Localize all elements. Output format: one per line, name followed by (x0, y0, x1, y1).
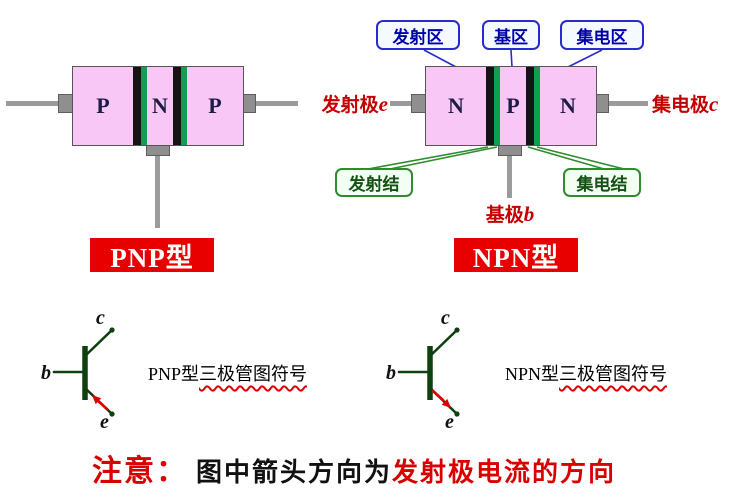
pnp-right-lead (250, 101, 298, 106)
npn-emitter-arrow (441, 398, 451, 408)
collector-junction-callout: 集电结 (563, 168, 641, 197)
pnp-collector-junction-green-stripe (181, 67, 187, 145)
pnp-terminal-c: c (96, 308, 105, 329)
npn-base-region: P (500, 67, 526, 145)
pnp-base-terminal (146, 145, 170, 156)
pnp-emitter-junction-green-stripe (141, 67, 147, 145)
npn-terminal-e: e (445, 411, 454, 430)
npn-caption-underlined: 三极管图符号 (559, 364, 668, 384)
npn-collector-junction-black-stripe (526, 67, 534, 145)
emitter-electrode-label: 发射极e (320, 90, 388, 117)
base-electrode-symbol: b (523, 202, 535, 226)
pnp-base-region: N (147, 67, 173, 145)
npn-right-lead (609, 101, 648, 106)
pnp-base-lead (155, 156, 160, 228)
base-region-callout: 基区 (482, 20, 540, 50)
pnp-terminal-e: e (100, 411, 109, 430)
emitter-electrode-symbol: e (378, 92, 388, 116)
pnp-terminal-b: b (41, 362, 51, 384)
npn-terminal-c: c (441, 308, 450, 329)
npn-base-lead (507, 156, 512, 198)
collector-electrode-label: 集电极c (652, 90, 728, 117)
emitter-junction-callout: 发射结 (335, 168, 413, 197)
pnp-structure: P N P (72, 66, 244, 146)
pnp-emitter-junction-black-stripe (133, 67, 141, 145)
npn-left-lead (390, 101, 412, 106)
collector-region-callout: 集电区 (560, 20, 644, 50)
npn-emitter-junction-green-stripe (494, 67, 500, 145)
pnp-emitter-arrow (92, 395, 102, 405)
pnp-caption-plain: PNP型 (148, 364, 200, 384)
npn-collector-junction-green-stripe (534, 67, 540, 145)
npn-terminal-b: b (386, 362, 396, 384)
pnp-left-lead (6, 101, 66, 106)
base-electrode-text: 基极 (485, 205, 524, 226)
pnp-emitter-region: P (73, 67, 133, 145)
npn-caption-plain: NPN型 (505, 364, 560, 384)
pnp-type-banner: PNP型 (90, 238, 214, 273)
npn-type-banner: NPN型 (454, 238, 578, 273)
emitter-electrode-text: 发射极 (321, 95, 379, 116)
note: 注意： 图中箭头方向为 发射极电流的方向 (92, 446, 616, 490)
npn-base-terminal (498, 145, 522, 156)
collector-electrode-symbol: c (709, 92, 719, 116)
base-electrode-label: 基极b (474, 200, 546, 227)
npn-collector-region: N (540, 67, 596, 145)
npn-emitter-junction-black-stripe (486, 67, 494, 145)
collector-electrode-text: 集电极 (652, 95, 710, 116)
npn-structure: N P N (425, 66, 597, 146)
note-black-text: 图中箭头方向为 (196, 458, 393, 487)
note-red-text: 发射极电流的方向 (392, 458, 617, 487)
pnp-collector-junction-black-stripe (173, 67, 181, 145)
pnp-collector-region: P (187, 67, 243, 145)
pnp-circuit-symbol: b c e (41, 308, 115, 430)
npn-symbol-caption: NPN型三极管图符号 (505, 360, 667, 386)
pnp-caption-underlined: 三极管图符号 (199, 364, 308, 384)
emitter-region-callout: 发射区 (376, 20, 460, 50)
pnp-symbol-caption: PNP型三极管图符号 (148, 360, 307, 386)
npn-circuit-symbol: b c e (386, 308, 460, 430)
note-prefix: 注意： (92, 455, 188, 488)
npn-emitter-region: N (426, 67, 486, 145)
